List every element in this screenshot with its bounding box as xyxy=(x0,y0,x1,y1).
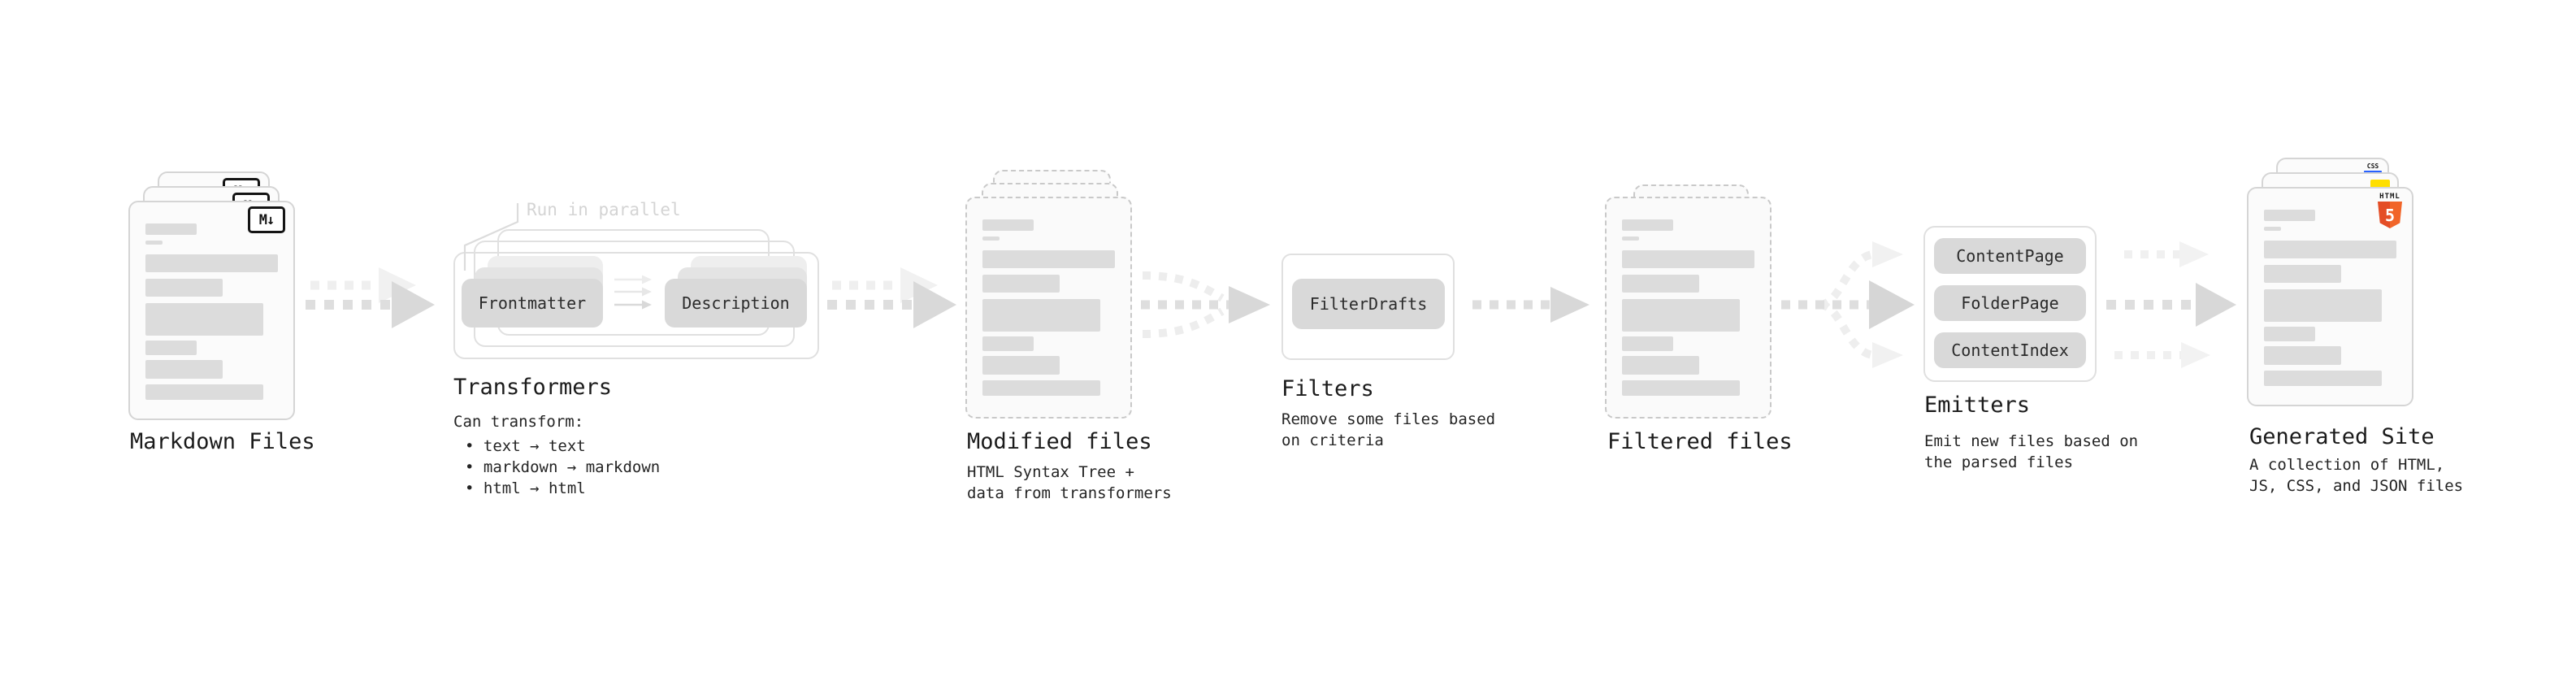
arrow-triple-icon xyxy=(2106,241,2236,368)
modified-file-front xyxy=(965,197,1132,419)
generated-site-desc: A collection of HTML, xyxy=(2249,456,2445,474)
filter-drafts-pill: FilterDrafts xyxy=(1292,279,1445,329)
run-in-parallel-label: Run in parallel xyxy=(527,200,681,219)
transformers-bullet: • html → html xyxy=(465,479,586,497)
text-line-placeholders xyxy=(2249,189,2412,386)
markdown-file-front: M↓ xyxy=(128,201,295,420)
transformers-bullet: • markdown → markdown xyxy=(465,458,661,476)
arrow-converge-icon xyxy=(1141,271,1270,338)
parallel-arrows-icon xyxy=(614,275,652,310)
markdown-files-label: Markdown Files xyxy=(130,429,315,454)
emitter-pill-contentindex: ContentIndex xyxy=(1934,332,2086,368)
text-line-placeholders xyxy=(967,198,1130,396)
filters-desc: Remove some files based xyxy=(1281,410,1496,428)
text-line-placeholders xyxy=(130,202,293,400)
filtered-files-label: Filtered files xyxy=(1607,429,1793,454)
emitter-pill-contentpage: ContentPage xyxy=(1934,238,2086,274)
transformers-desc-title: Can transform: xyxy=(453,413,584,431)
emitters-desc: Emit new files based on xyxy=(1924,432,2139,450)
filters-label: Filters xyxy=(1281,376,1374,401)
html5-icon: HTML 5 xyxy=(2376,193,2404,228)
generated-site-desc: JS, CSS, and JSON files xyxy=(2249,477,2464,495)
modified-files-label: Modified files xyxy=(967,429,1152,454)
emitter-pill-folderpage: FolderPage xyxy=(1934,285,2086,321)
modified-files-desc: HTML Syntax Tree + xyxy=(967,463,1134,481)
transformer-a-pill: Frontmatter xyxy=(462,279,603,327)
transformers-bullet: • text → text xyxy=(465,437,586,455)
transformer-b-pill: Description xyxy=(665,279,807,327)
transformers-label: Transformers xyxy=(453,375,613,400)
filtered-file-front xyxy=(1605,197,1772,419)
generated-file-html: HTML 5 xyxy=(2247,187,2413,406)
callout-line xyxy=(463,203,519,271)
modified-files-desc: data from transformers xyxy=(967,484,1172,502)
transformer-frame-front xyxy=(453,252,819,359)
emitters-label: Emitters xyxy=(1924,393,2031,418)
emitters-desc: the parsed files xyxy=(1924,453,2074,471)
filters-desc: on criteria xyxy=(1281,432,1384,449)
arrow-right-icon xyxy=(1472,287,1589,323)
text-line-placeholders xyxy=(1607,198,1770,396)
arrow-right-icon xyxy=(827,267,956,328)
arrow-right-icon xyxy=(306,267,435,328)
generated-site-label: Generated Site xyxy=(2249,424,2435,449)
arrow-fanout-icon xyxy=(1781,241,1915,368)
markdown-icon: M↓ xyxy=(248,206,285,233)
